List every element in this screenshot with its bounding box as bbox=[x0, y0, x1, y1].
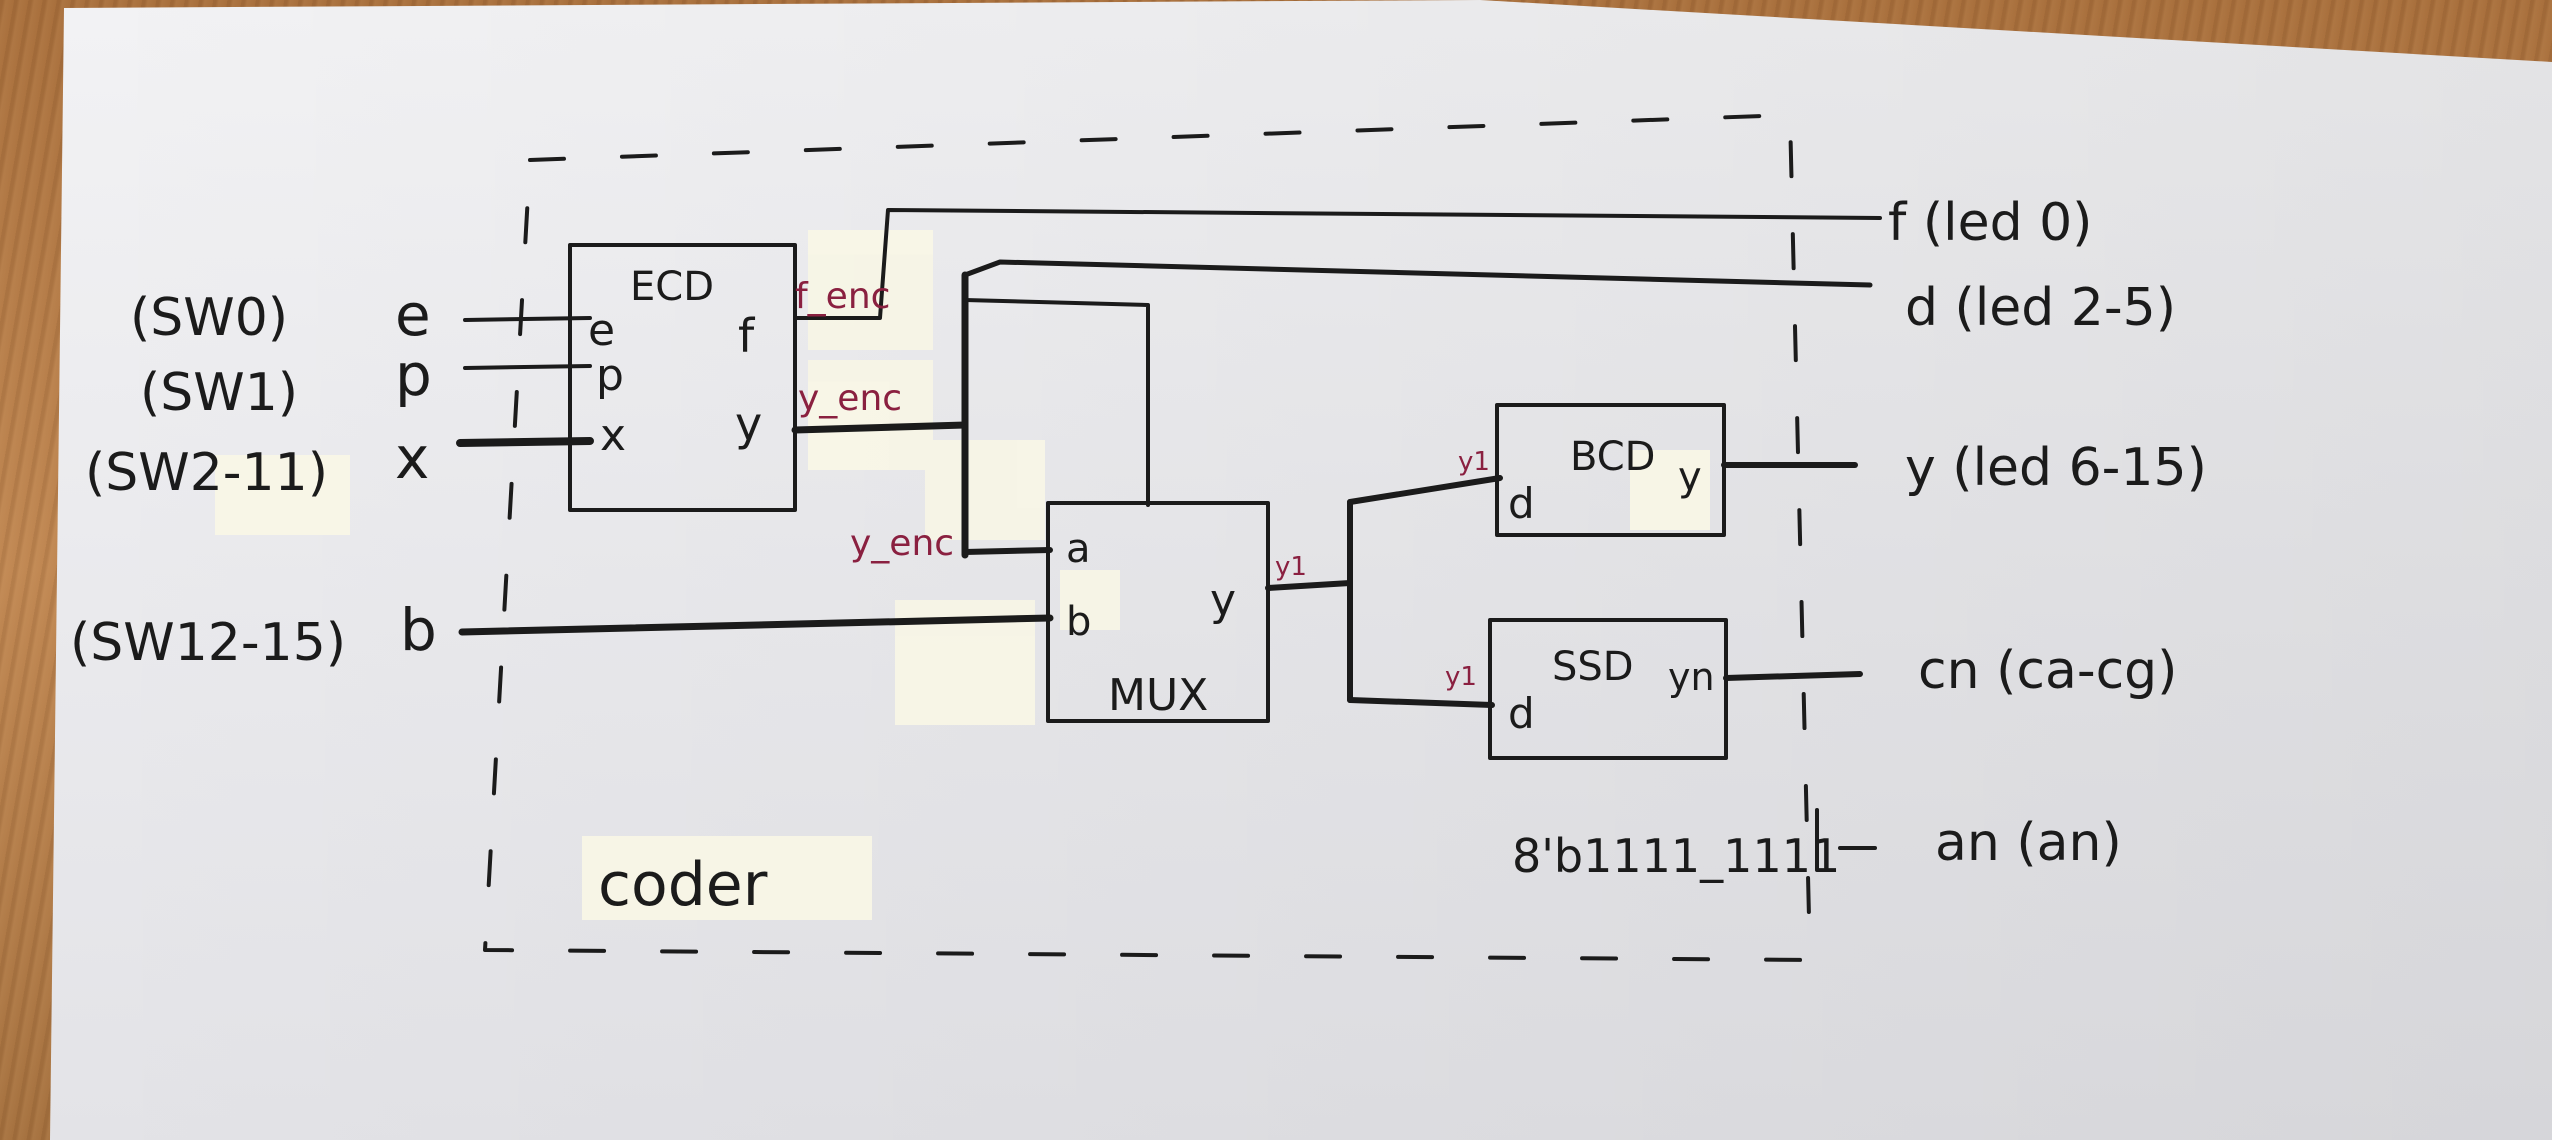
wire-label-ssd-in: y1 bbox=[1445, 662, 1477, 692]
wire-mux-out bbox=[1268, 583, 1350, 588]
wire-label-y-enc: y_enc bbox=[798, 378, 902, 419]
wire-label-bcd-in: y1 bbox=[1458, 447, 1490, 477]
ssd-title: SSD bbox=[1552, 644, 1634, 690]
mux-port-y: y bbox=[1210, 575, 1236, 626]
mux-port-a: a bbox=[1066, 526, 1091, 572]
output-label-f: f (led 0) bbox=[1888, 193, 2092, 253]
wire-y-enc-to-a bbox=[965, 550, 1050, 552]
wire-x bbox=[460, 441, 590, 443]
wire-to-ssd bbox=[1350, 700, 1492, 705]
input-switch-label: (SW12-15) bbox=[70, 613, 346, 673]
bcd-port-d: d bbox=[1508, 479, 1535, 528]
mux-port-b: b bbox=[1066, 599, 1091, 645]
wire-label-y-enc-mux: y_enc bbox=[850, 523, 954, 564]
ssd-port-d: d bbox=[1508, 689, 1535, 738]
bcd-title: BCD bbox=[1570, 434, 1655, 480]
ecd-title: ECD bbox=[630, 264, 714, 310]
ecd-port-f: f bbox=[738, 309, 756, 363]
input-signal-label: x bbox=[395, 424, 429, 492]
output-label-cn: cn (ca-cg) bbox=[1918, 641, 2177, 701]
ecd-port-p: p bbox=[596, 350, 624, 401]
constant-value: 8'b1111_1111 bbox=[1512, 829, 1840, 883]
ecd-port-x: x bbox=[600, 410, 626, 461]
ssd-port-yn: yn bbox=[1668, 655, 1715, 699]
wire-to-bcd bbox=[1350, 478, 1500, 502]
input-signal-label: e bbox=[395, 281, 431, 349]
input-switch-label: (SW0) bbox=[130, 288, 288, 348]
wire-label-mux-out: y1 bbox=[1275, 552, 1307, 582]
wire-y-enc bbox=[795, 425, 965, 430]
output-label-an: an (an) bbox=[1935, 813, 2122, 873]
bcd-port-y: y bbox=[1678, 454, 1702, 500]
boundary-label: coder bbox=[598, 850, 768, 920]
output-label-y: y (led 6-15) bbox=[1905, 438, 2207, 498]
mux-title: MUX bbox=[1108, 670, 1208, 721]
wire-e bbox=[465, 318, 590, 320]
ecd-port-e: e bbox=[588, 305, 615, 356]
output-label-d: d (led 2-5) bbox=[1905, 278, 2176, 338]
input-signal-label: b bbox=[400, 596, 437, 664]
input-signal-label: p bbox=[395, 341, 432, 409]
input-switch-label: (SW1) bbox=[140, 363, 298, 423]
ecd-port-y: y bbox=[735, 397, 762, 451]
wire-p bbox=[465, 366, 590, 368]
wire-label-f-enc: f_enc bbox=[795, 276, 890, 317]
input-switch-label: (SW2-11) bbox=[85, 443, 328, 503]
wire-yn-out bbox=[1726, 674, 1860, 678]
wire-d-out bbox=[965, 262, 1870, 285]
wire-f-enc bbox=[795, 210, 1880, 318]
